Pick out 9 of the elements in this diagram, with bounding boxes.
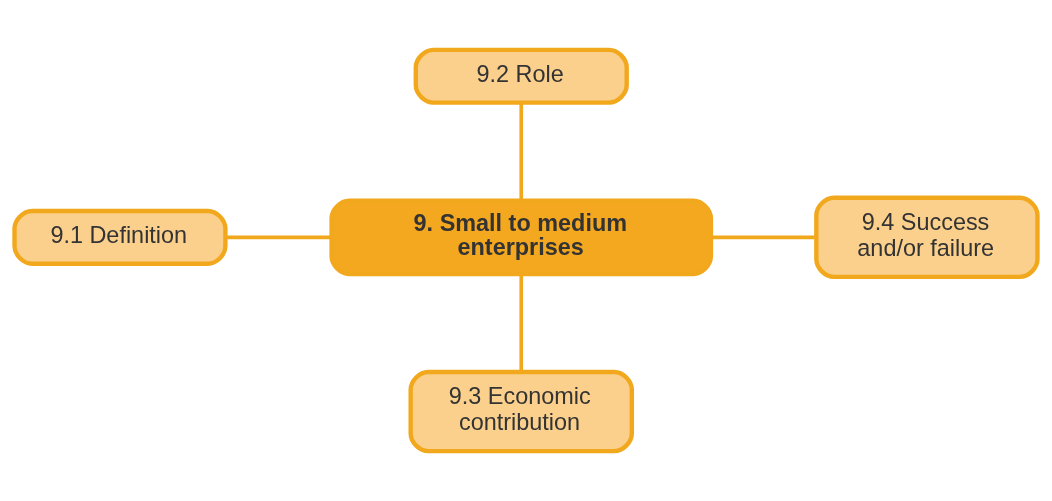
node-box: 9.4 Success and/or failure (814, 195, 1040, 280)
connector (225, 235, 332, 240)
node-box: 9.1 Definition (12, 208, 228, 266)
node-box: 9.3 Economic contribution (408, 369, 634, 454)
connector (519, 274, 524, 372)
node-box: 9.2 Role (413, 47, 629, 105)
connector (711, 235, 816, 240)
connector (519, 103, 524, 201)
node-box: 9. Small to medium enterprises (329, 198, 714, 277)
